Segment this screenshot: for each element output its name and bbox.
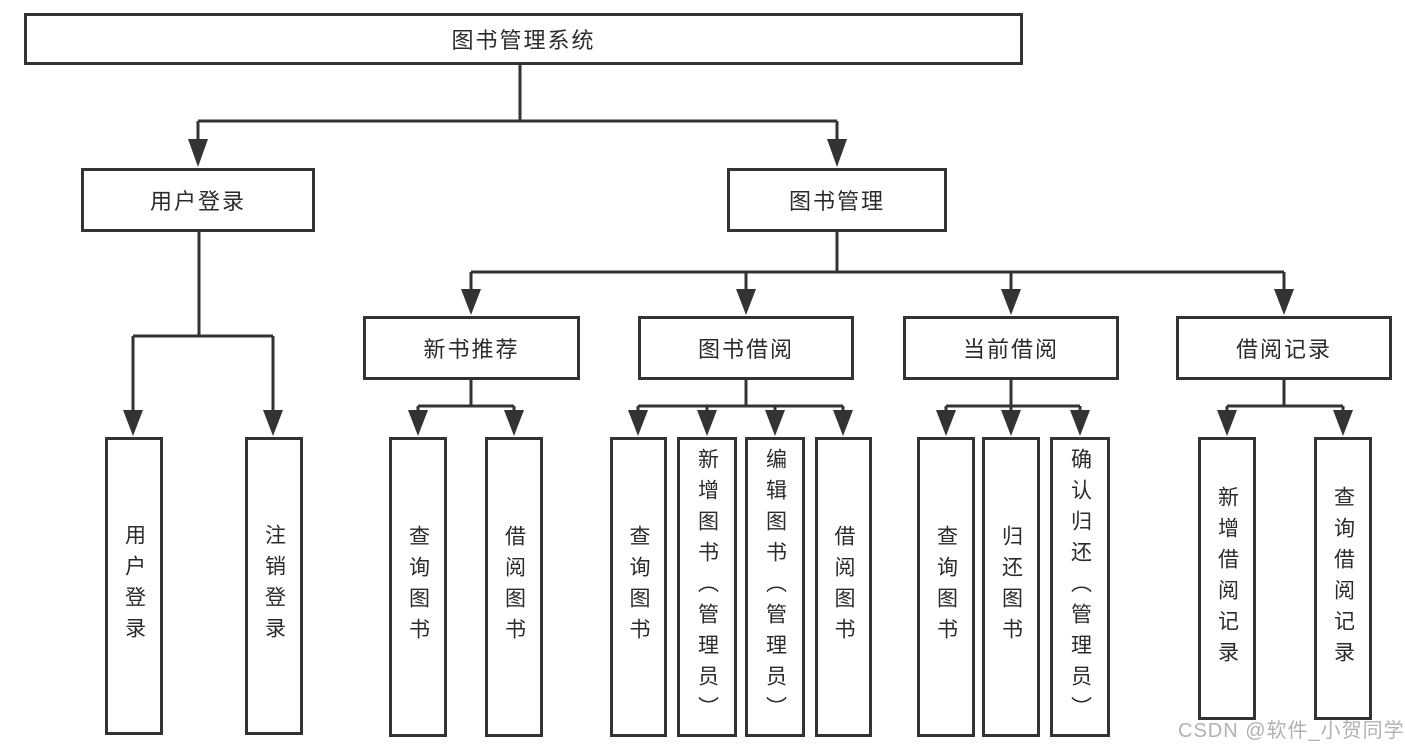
- node-label: 注销登录: [262, 524, 286, 648]
- node-label: 确认归还（管理员）: [1068, 447, 1092, 727]
- node-label: 新增借阅记录: [1215, 485, 1239, 672]
- node-rec-borrow-book: 借阅图书: [485, 437, 543, 737]
- node-label: 查询借阅记录: [1331, 485, 1355, 672]
- node-label: 查询图书: [934, 525, 958, 649]
- node-user-login-group: 用户登录: [81, 168, 315, 232]
- node-label: 用户登录: [122, 524, 146, 648]
- node-bb-add-book: 新增图书（管理员）: [677, 437, 737, 737]
- connector-path: [131, 62, 1345, 412]
- node-bb-borrow-book: 借阅图书: [815, 437, 872, 737]
- node-new-book-recommend: 新书推荐: [363, 316, 580, 380]
- node-rec-query-book: 查询图书: [389, 437, 447, 737]
- node-logout: 注销登录: [245, 437, 303, 735]
- node-br-query-record: 查询借阅记录: [1314, 437, 1372, 720]
- node-label: 借阅图书: [832, 525, 855, 649]
- node-current-borrow: 当前借阅: [903, 316, 1119, 380]
- node-bb-query-book: 查询图书: [610, 437, 667, 737]
- node-label: 编辑图书（管理员）: [763, 447, 787, 727]
- node-br-add-record: 新增借阅记录: [1198, 437, 1256, 720]
- node-label: 借阅图书: [502, 525, 526, 649]
- node-label: 新增图书（管理员）: [695, 447, 719, 727]
- node-borrow-record: 借阅记录: [1176, 316, 1392, 380]
- node-label: 查询图书: [406, 525, 430, 649]
- node-label: 查询图书: [627, 525, 650, 649]
- node-cb-query-book: 查询图书: [917, 437, 975, 737]
- node-label: 归还图书: [999, 525, 1023, 649]
- node-bb-edit-book: 编辑图书（管理员）: [745, 437, 805, 737]
- node-user-login: 用户登录: [105, 437, 163, 735]
- node-book-borrow: 图书借阅: [638, 316, 854, 380]
- node-cb-return-book: 归还图书: [982, 437, 1040, 737]
- node-root: 图书管理系统: [24, 13, 1023, 65]
- csdn-watermark: CSDN @软件_小贺同学: [1178, 720, 1405, 742]
- node-book-management-group: 图书管理: [727, 168, 947, 232]
- node-cb-confirm-return: 确认归还（管理员）: [1050, 437, 1110, 737]
